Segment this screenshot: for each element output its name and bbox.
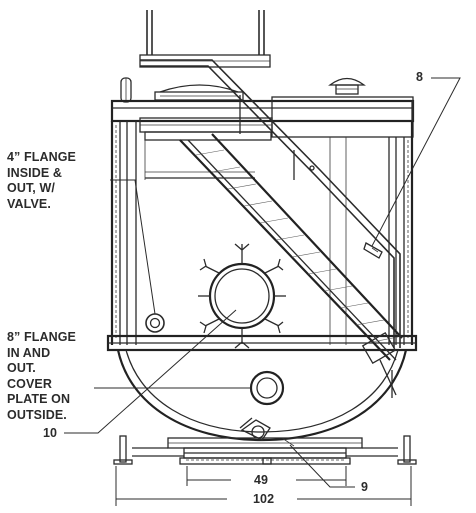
stairway bbox=[179, 133, 403, 398]
vent-cap bbox=[328, 77, 366, 95]
callout-4in-flange: 4” FLANGE INSIDE & OUT, W/ VALVE. bbox=[7, 150, 76, 212]
callout-item-10: 10 bbox=[43, 426, 58, 440]
callout-8in-line6: OUTSIDE. bbox=[7, 407, 67, 422]
callout-item-9: 9 bbox=[361, 480, 369, 494]
top-left-post bbox=[120, 77, 132, 103]
leader-lines bbox=[64, 77, 461, 488]
tank-shell bbox=[106, 121, 418, 352]
callout-8in-flange: 8” FLANGE IN AND OUT. COVER PLATE ON OUT… bbox=[7, 330, 76, 423]
dimension-102 bbox=[115, 466, 412, 506]
callout-4in-line4: VALVE. bbox=[7, 196, 51, 211]
handrail bbox=[140, 59, 401, 348]
dimension-102-label: 102 bbox=[253, 492, 275, 506]
bottom-valve bbox=[239, 417, 295, 447]
flange-4in bbox=[145, 313, 165, 333]
callout-4in-line2: INSIDE & bbox=[7, 165, 62, 180]
skid-base bbox=[113, 435, 417, 465]
callout-8in-line5: PLATE ON bbox=[7, 392, 71, 406]
callout-8in-line4: COVER bbox=[7, 376, 52, 391]
dimension-49-label: 49 bbox=[254, 473, 269, 487]
flange-8in bbox=[249, 370, 285, 406]
callout-8in-line2: IN AND bbox=[7, 345, 51, 360]
callout-4in-line3: OUT, W/ bbox=[7, 181, 55, 195]
tank-bottom bbox=[116, 349, 408, 442]
guard-rail bbox=[139, 10, 271, 68]
dimension-49 bbox=[186, 466, 347, 486]
fitting-8 bbox=[363, 242, 383, 259]
side-manway bbox=[198, 243, 286, 349]
manway-clamps bbox=[198, 243, 286, 349]
callout-8in-line1: 8” FLANGE bbox=[7, 330, 76, 344]
callout-4in-line1: 4” FLANGE bbox=[7, 150, 76, 164]
callout-8in-line3: OUT. bbox=[7, 361, 36, 375]
tank-upper-frame bbox=[110, 96, 415, 180]
callout-item-8: 8 bbox=[416, 70, 424, 84]
